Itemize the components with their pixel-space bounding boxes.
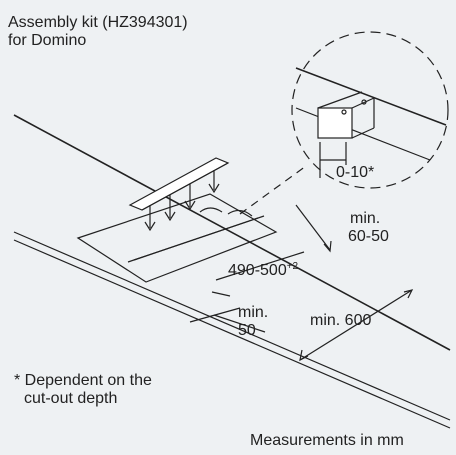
worktop-front-edge-bottom xyxy=(13,239,451,429)
offset-label: 0-10* xyxy=(336,164,375,181)
detail-worktop-line xyxy=(295,67,447,126)
measurements-note: Measurements in mm xyxy=(250,432,404,449)
footnote-line-2: cut-out depth xyxy=(24,390,118,407)
dim-600-line xyxy=(299,289,413,361)
clamp-right xyxy=(227,209,253,217)
detail-bracket xyxy=(317,91,375,139)
down-arrows xyxy=(144,170,220,232)
dim-60-50-line xyxy=(295,204,331,251)
width-label: 490-500+2 xyxy=(228,261,299,282)
detail-worktop-lower xyxy=(295,107,431,161)
min-600-label: min. 600 xyxy=(310,312,372,329)
dim-600-arrow-top xyxy=(403,289,414,299)
dim-490-line-a xyxy=(215,251,305,281)
dim-600-arrow-bottom xyxy=(299,349,309,362)
clamp-left xyxy=(199,207,223,213)
dim-50-leader xyxy=(213,314,266,333)
width-label-sup: +2 xyxy=(286,261,299,272)
footnote-line-1: * Dependent on the xyxy=(14,372,152,389)
worktop-front-edge-top xyxy=(13,231,451,421)
title-line-2: for Domino xyxy=(8,32,87,49)
detail-circle xyxy=(291,31,449,189)
worktop-back-edge xyxy=(13,114,451,351)
title-line-1: Assembly kit (HZ394301) xyxy=(8,14,188,31)
min-50-label-a: min. xyxy=(238,304,269,321)
assembly-bar xyxy=(128,157,230,211)
width-label-main: 490-500 xyxy=(228,262,287,279)
dim-490-line-b xyxy=(211,291,231,297)
cutout-inner-line-2 xyxy=(133,215,265,261)
dim-60-50-arrow xyxy=(323,240,332,253)
min-60-50-label-b: 60-50 xyxy=(348,228,389,245)
min-50-label-b: 50 xyxy=(238,322,256,339)
detail-leader xyxy=(239,165,307,215)
min-60-50-label-a: min. xyxy=(350,210,381,227)
cutout-outline xyxy=(76,193,278,283)
